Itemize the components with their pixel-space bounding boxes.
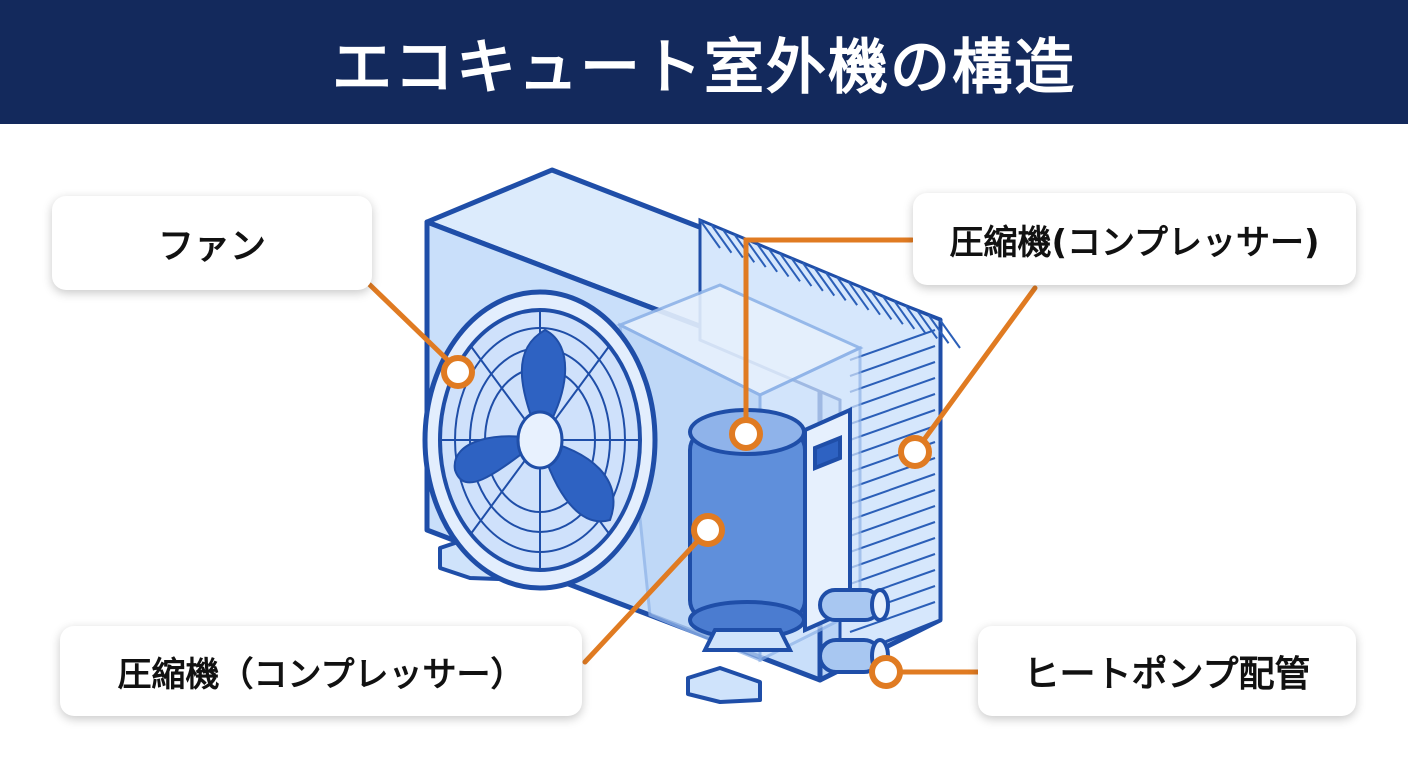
fin-line	[836, 276, 858, 306]
callout-dot-fins	[898, 435, 932, 469]
page-title: エコキュート室外機の構造	[332, 32, 1076, 103]
fin-line	[849, 409, 936, 441]
fin-line	[849, 521, 936, 553]
label-compressor-top-text: 圧縮機(コンプレッサー)	[949, 222, 1320, 263]
leader-line-fan	[367, 282, 461, 373]
fin-line	[849, 505, 936, 537]
fin-line	[849, 489, 936, 521]
fin-line	[849, 393, 936, 425]
fin-line	[939, 319, 961, 349]
fin-line	[849, 377, 936, 409]
label-compressor-top: 圧縮機(コンプレッサー)	[913, 193, 1356, 285]
fin-line	[904, 305, 927, 335]
fin-line	[779, 252, 801, 282]
callout-dot-fan	[441, 355, 475, 389]
fin-line	[744, 238, 767, 268]
fin-line	[849, 329, 936, 361]
leader-line-fins	[912, 285, 1038, 455]
label-fan-text: ファン	[157, 226, 266, 267]
callout-dot-piping	[869, 655, 903, 689]
fin-line	[870, 290, 893, 321]
fin-line	[849, 425, 936, 457]
label-heat-pump-piping: ヒートポンプ配管	[978, 626, 1356, 716]
fin-line	[710, 224, 733, 254]
label-compressor-bottom-text: 圧縮機（コンプレッサー）	[117, 654, 525, 695]
fin-line	[882, 295, 904, 325]
label-compressor-bottom: 圧縮機（コンプレッサー）	[60, 626, 582, 716]
label-fan: ファン	[52, 196, 372, 290]
title-bar: エコキュート室外機の構造	[0, 0, 1408, 124]
fin-line	[790, 257, 813, 287]
fin-line	[893, 300, 916, 330]
leader-line-compressor-bottom	[582, 527, 711, 665]
fin-line	[849, 553, 936, 585]
fin-line	[767, 247, 790, 278]
callout-dots	[441, 355, 932, 689]
callout-dot-compressor-top	[729, 417, 763, 451]
fin-line	[813, 267, 836, 297]
fin-line	[847, 281, 870, 311]
fin-line	[849, 473, 936, 505]
label-heat-pump-piping-text: ヒートポンプ配管	[1023, 654, 1311, 695]
fin-line	[849, 601, 936, 633]
fin-line	[849, 361, 936, 393]
fin-line	[849, 345, 936, 377]
fin-line	[849, 537, 936, 569]
fin-line	[859, 286, 881, 316]
fin-line	[824, 271, 847, 301]
fin-line	[802, 262, 824, 292]
fin-line	[756, 243, 778, 273]
leader-lines	[367, 237, 1038, 675]
fin-line	[699, 219, 721, 249]
fin-line	[927, 314, 950, 344]
fin-line	[722, 228, 744, 259]
fin-line	[916, 309, 938, 340]
service-panel	[803, 406, 852, 634]
leader-line-compressor-top	[743, 237, 915, 435]
callout-dot-compressor-bottom	[691, 513, 725, 547]
fan-assembly	[422, 289, 658, 591]
